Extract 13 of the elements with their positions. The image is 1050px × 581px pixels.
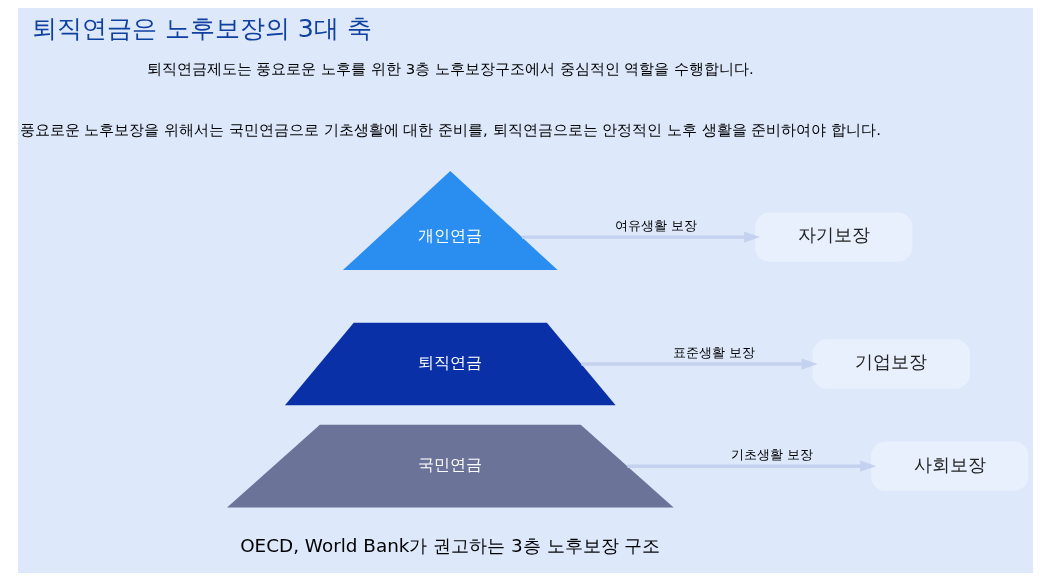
caption: OECD, World Bank가 권고하는 3층 노후보장 구조 [239,535,660,557]
arrow [521,231,760,243]
diagram-title: 퇴직연금은 노후보장의 3대 축 [31,14,372,44]
arrow [626,460,876,472]
node-box: 기업보장 [812,339,970,389]
edge-label: 표준생활 보장 [672,344,755,360]
arrow [580,358,818,370]
node-box: 자기보장 [754,212,912,262]
label: 퇴직연금제도는 풍요로운 노후를 위한 3층 노후보장구조에서 중심적인 역할을 수행합니다. [146,59,754,78]
edge-label: 여유생활 보장 [614,217,697,233]
label: 풍요로운 노후보장을 위해서는 국민연금으로 기초생활에 대한 준비를, 퇴직연금으로는 안정적인 노후 생활을 준비하여야 합니다. [19,120,881,139]
edge-label: 기초생활 보장 [730,447,813,463]
node-box: 사회보장 [870,441,1028,491]
